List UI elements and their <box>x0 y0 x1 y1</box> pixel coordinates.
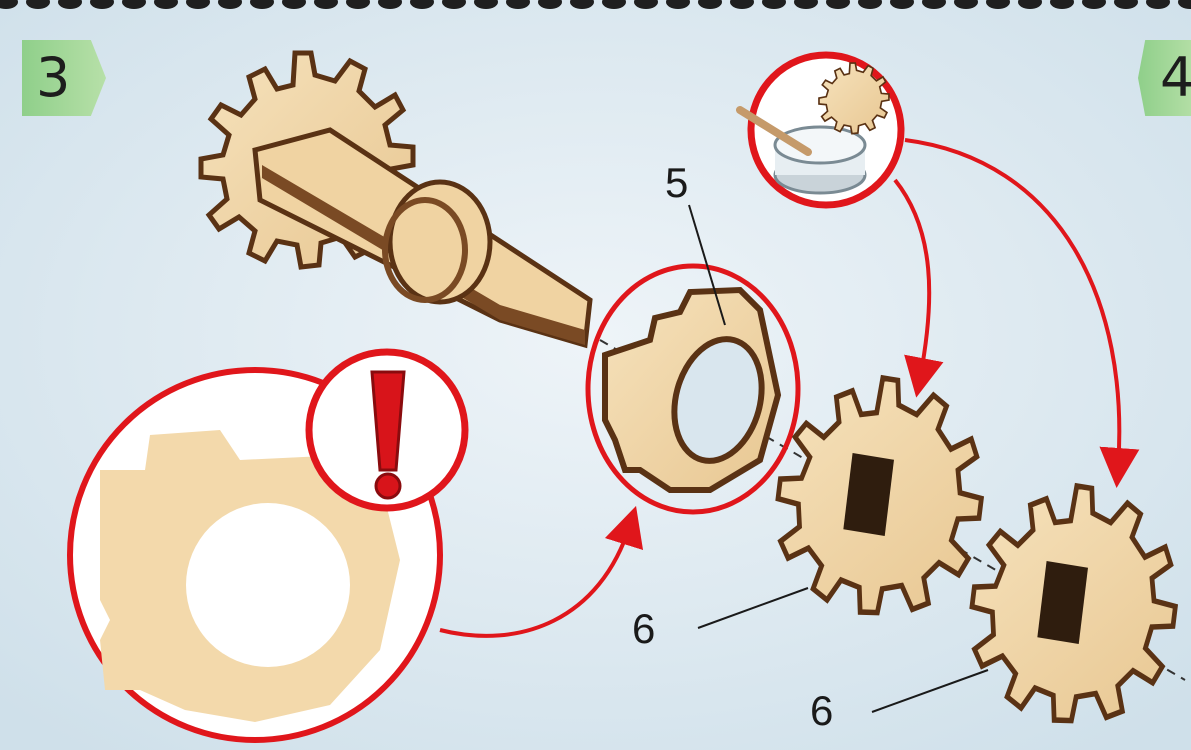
detail-ring-hole <box>186 503 350 667</box>
part-6-label-second: 6 <box>810 690 833 732</box>
step-number-label: 4 <box>1160 40 1191 116</box>
step-number-badge-3: 3 <box>22 40 106 116</box>
step-number-label: 3 <box>36 40 70 116</box>
step-number-badge-4: 4 <box>1138 40 1191 116</box>
part-5-label: 5 <box>665 162 688 204</box>
shaft-collar <box>390 182 490 302</box>
part-5-ring <box>588 266 798 512</box>
part-6-label-first: 6 <box>632 608 655 650</box>
warning-exclamation-icon <box>309 352 465 508</box>
